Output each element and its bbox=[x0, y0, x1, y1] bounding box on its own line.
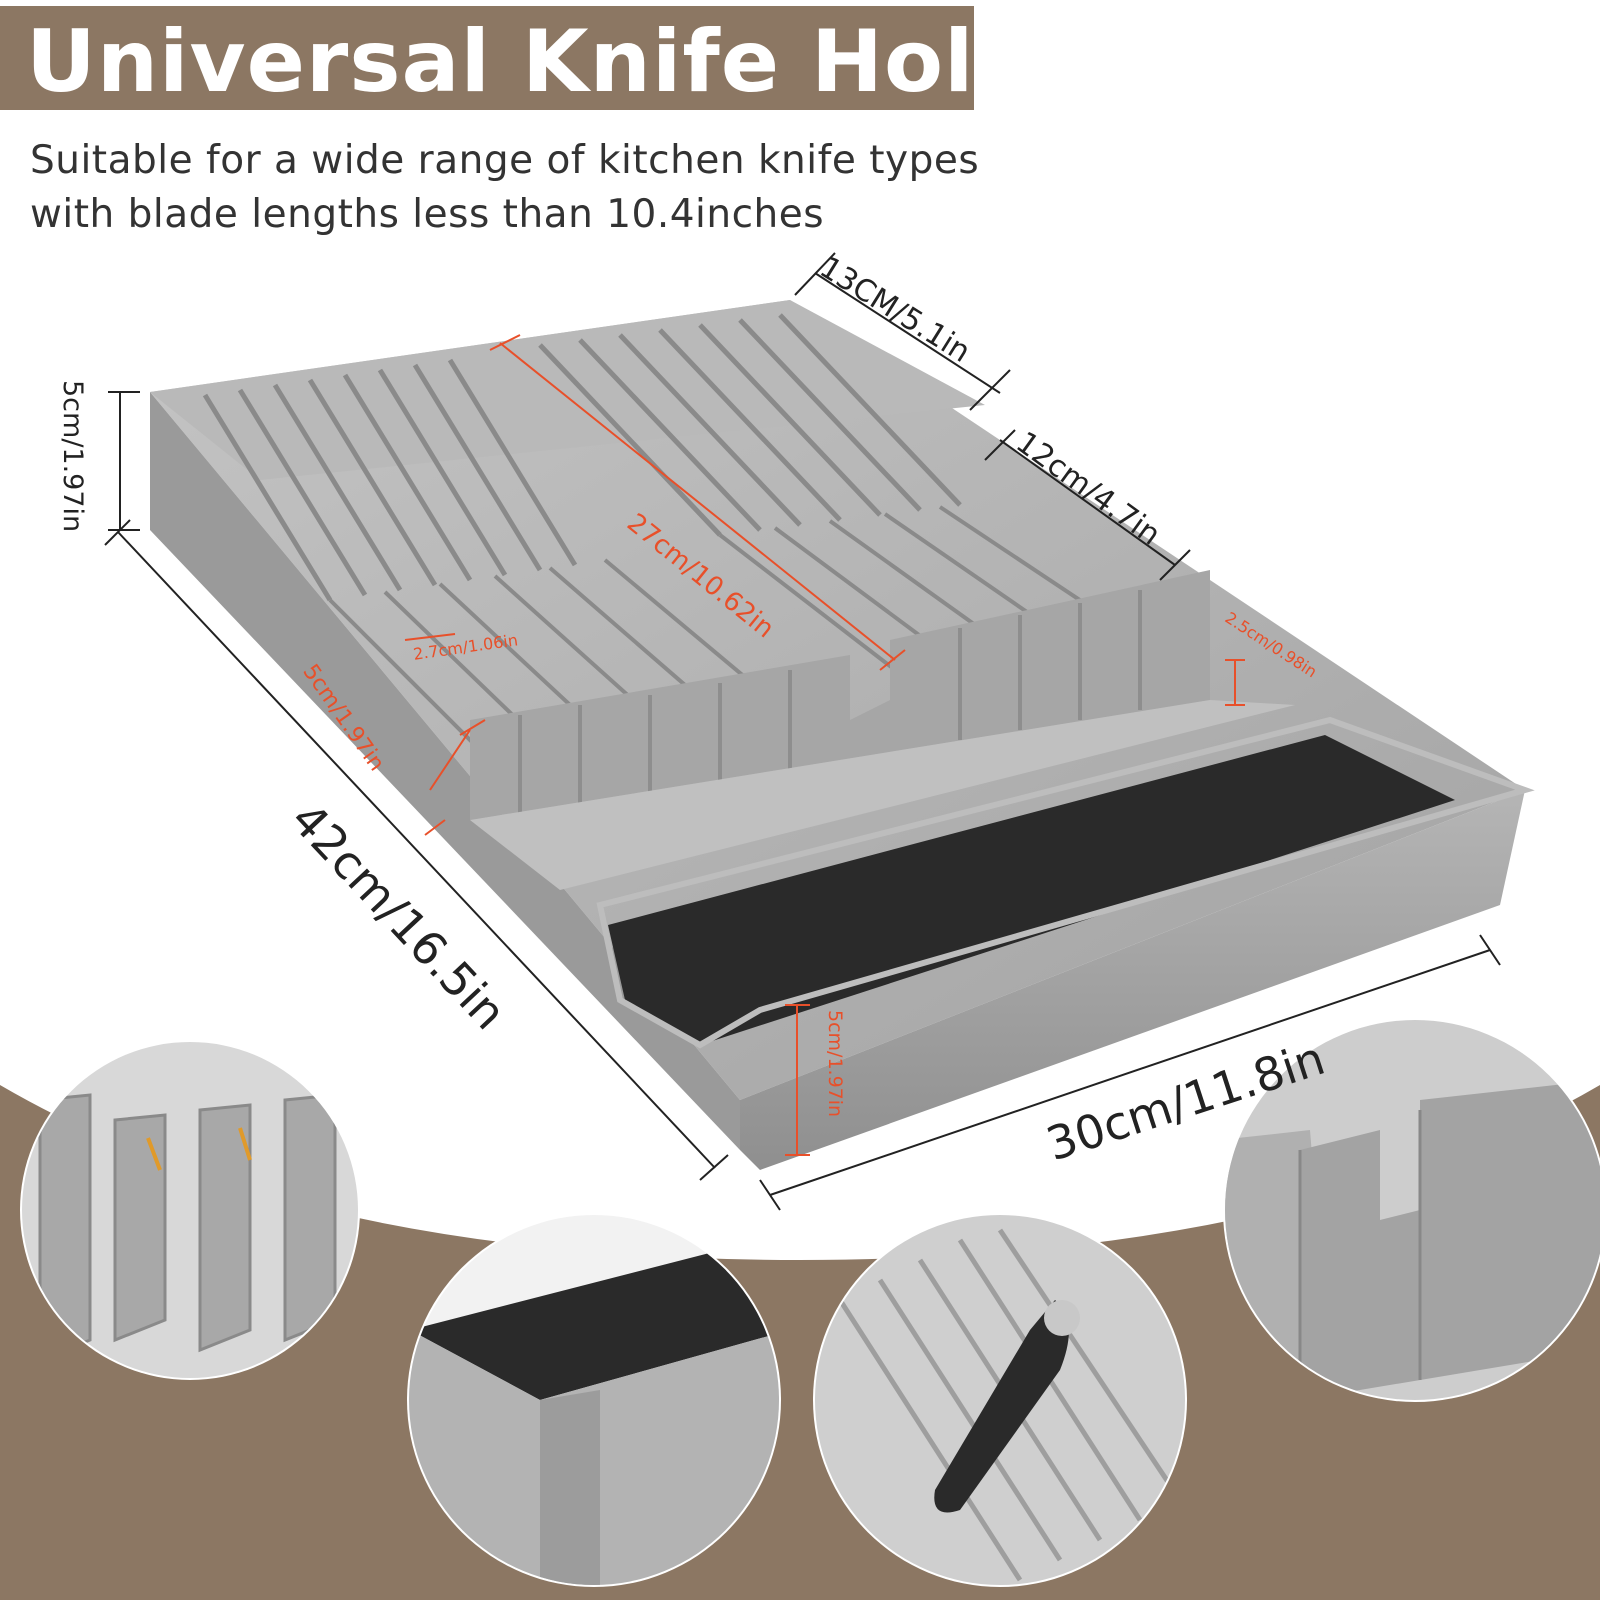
subtitle-line-2: with blade lengths less than 10.4inches bbox=[30, 192, 825, 237]
holder-rear-wall bbox=[150, 300, 985, 480]
detail-circle-knife bbox=[813, 1213, 1187, 1587]
holder-front-face bbox=[740, 790, 1525, 1170]
black-mat bbox=[608, 735, 1455, 1045]
knife-slots-back bbox=[202, 313, 962, 602]
page-title: Universal Knife Holder bbox=[26, 12, 1140, 112]
tray-area bbox=[470, 700, 1295, 890]
front-lip bbox=[596, 716, 1535, 1049]
dim-left-height: 5cm/1.97in bbox=[57, 380, 88, 533]
slot-divider-wall bbox=[470, 570, 1210, 820]
detail-circle-mat bbox=[407, 1213, 781, 1587]
title-banner: Universal Knife Holder bbox=[0, 6, 1139, 110]
subtitle: Suitable for a wide range of kitchen kni… bbox=[30, 134, 979, 242]
detail-circle-slots bbox=[20, 1040, 360, 1380]
holder-left-face bbox=[150, 392, 740, 1150]
dim-front-height: 5cm/1.97in bbox=[824, 1010, 846, 1118]
detail-circle-divider bbox=[1223, 1018, 1600, 1402]
subtitle-line-1: Suitable for a wide range of kitchen kni… bbox=[30, 138, 980, 183]
